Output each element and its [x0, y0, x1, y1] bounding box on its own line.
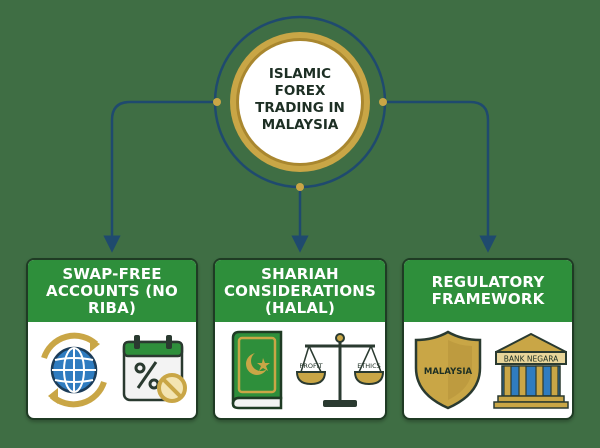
card-regulatory-title: REGULATORY FRAMEWORK	[404, 260, 572, 322]
connector-left	[103, 100, 217, 253]
bank-building-icon: BANK NEGARA	[493, 332, 569, 409]
bank-label: BANK NEGARA	[504, 355, 559, 364]
card-swap-free-body	[28, 322, 196, 418]
balance-scale-icon: PROFIT ETHICS	[295, 333, 385, 407]
globe-exchange-icon	[41, 332, 107, 408]
card-shariah-title: SHARIAH CONSIDERATIONS (HALAL)	[215, 260, 385, 322]
card-regulatory-body: MALAYSIA BANK NEGARA	[404, 322, 572, 418]
calendar-percent-no-icon	[122, 335, 187, 403]
card-swap-free-title: SWAP-FREE ACCOUNTS (NO RIBA)	[28, 260, 196, 322]
junction-dot-left	[213, 98, 221, 106]
connector-right	[383, 100, 497, 253]
center-title: ISLAMIC FOREX TRADING IN MALAYSIA	[255, 66, 345, 133]
card-swap-free: SWAP-FREE ACCOUNTS (NO RIBA)	[26, 258, 198, 420]
junction-dot-right	[379, 98, 387, 106]
scale-left-label: PROFIT	[299, 362, 322, 370]
card-regulatory: REGULATORY FRAMEWORK MALAYSIA BANK NEGAR…	[402, 258, 574, 420]
shield-label: MALAYSIA	[424, 367, 473, 377]
scale-right-label: ETHICS	[357, 362, 381, 370]
junction-dot-bottom	[296, 183, 304, 191]
shield-icon: MALAYSIA	[414, 330, 482, 410]
holy-book-icon	[231, 330, 283, 410]
card-shariah: SHARIAH CONSIDERATIONS (HALAL) PROFIT ET…	[213, 258, 387, 420]
card-shariah-body: PROFIT ETHICS	[215, 322, 385, 418]
center-disc	[239, 41, 361, 163]
